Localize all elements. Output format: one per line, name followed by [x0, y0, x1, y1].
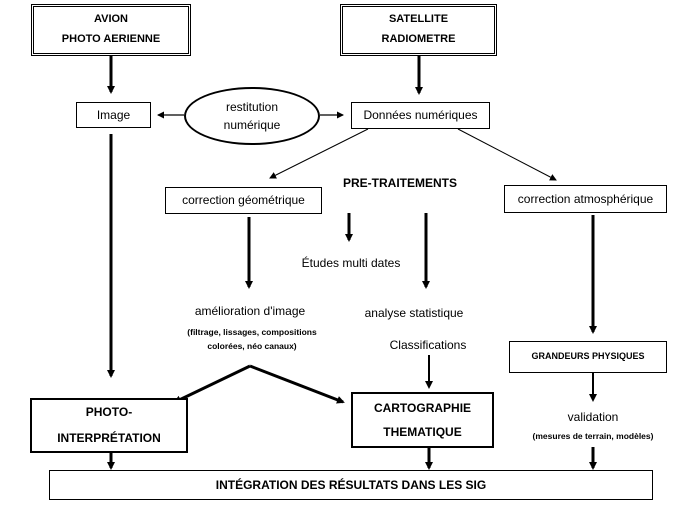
donnees-label: Données numériques — [363, 108, 478, 122]
carto-line2: THEMATIQUE — [383, 425, 462, 439]
etudes-label: Études multi dates — [301, 256, 401, 270]
integration-label: INTÉGRATION DES RÉSULTATS DANS LES SIG — [215, 477, 487, 492]
avion-line2: PHOTO AERIENNE — [61, 33, 161, 45]
correction-geo-label: correction géométrique — [182, 193, 305, 207]
restitution-line1: restitution — [225, 100, 279, 114]
amelioration-note1: (filtrage, lissages, compositions — [187, 327, 317, 337]
correction-atmo-label: correction atmosphérique — [517, 191, 654, 206]
avion-line1: AVION — [93, 13, 129, 26]
donnees-box: Données numériques — [351, 102, 490, 129]
satellite-line2: RADIOMETRE — [381, 33, 456, 45]
integration-box: INTÉGRATION DES RÉSULTATS DANS LES SIG — [49, 470, 653, 500]
photo-interpretation-box: PHOTO- INTERPRÉTATION — [30, 398, 188, 453]
image-label: Image — [96, 107, 131, 122]
carto-line1: CARTOGRAPHIE — [373, 401, 472, 415]
arrow-donnees-to-correction-atmo — [457, 128, 557, 181]
arrow-amelioration-to-carto — [249, 364, 345, 404]
arrow-donnees-to-correction-geo — [269, 128, 369, 179]
validation-title: validation — [567, 410, 619, 424]
photo-line1: PHOTO- — [85, 405, 133, 420]
amelioration-title: amélioration d'image — [194, 304, 306, 318]
cartographie-box: CARTOGRAPHIE THEMATIQUE — [351, 392, 494, 448]
analyse-label: analyse statistique — [364, 306, 464, 320]
image-box: Image — [76, 102, 151, 128]
arrow-amelioration-to-photo — [173, 364, 251, 404]
photo-line2: INTERPRÉTATION — [57, 430, 161, 445]
amelioration-note2: colorées, néo canaux) — [207, 340, 297, 351]
avion-box: AVION PHOTO AERIENNE — [31, 4, 191, 56]
restitution-ellipse: restitution numérique — [184, 87, 320, 145]
classifications-label: Classifications — [389, 338, 467, 352]
correction-geo-box: correction géométrique — [165, 187, 322, 214]
grandeurs-label: GRANDEURS PHYSIQUES — [531, 351, 645, 362]
amelioration-note: (filtrage, lissages, compositions coloré… — [172, 326, 332, 353]
correction-atmo-box: correction atmosphérique — [504, 185, 667, 213]
satellite-line1: SATELLITE — [388, 13, 449, 26]
pretraitements-label: PRE-TRAITEMENTS — [343, 176, 457, 190]
restitution-line2: numérique — [223, 118, 281, 132]
grandeurs-box: GRANDEURS PHYSIQUES — [509, 341, 667, 373]
satellite-box: SATELLITE RADIOMETRE — [340, 4, 497, 56]
validation-note: (mesures de terrain, modèles) — [532, 431, 654, 441]
